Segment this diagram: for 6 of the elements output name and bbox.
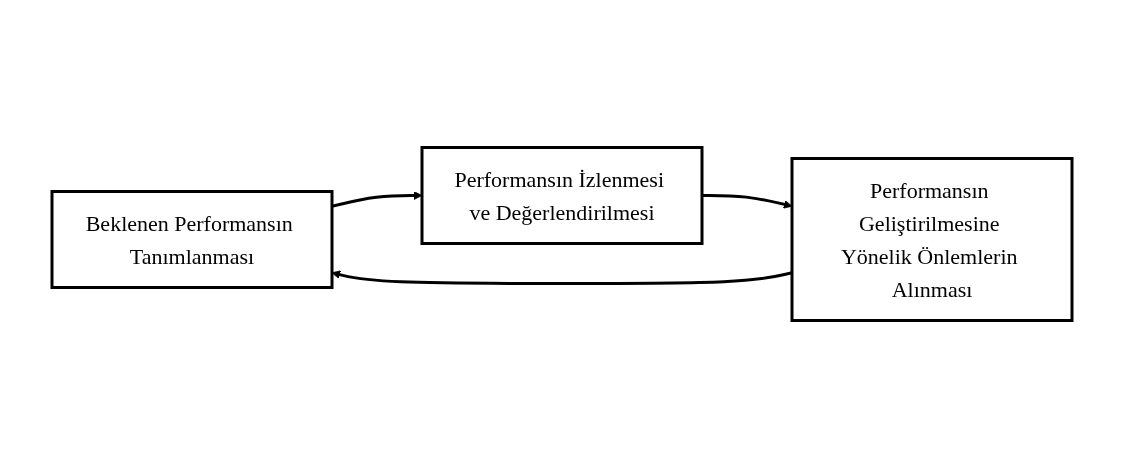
arrow — [331, 270, 792, 285]
arrow — [701, 194, 792, 209]
node-box: Beklenen Performansın Tanımlanması — [50, 190, 333, 289]
node-box: Performansın İzlenmesi ve Değerlendirilmesi — [420, 146, 703, 245]
node-box: Performansın Geliştirilmesine Yönelik Önlemlerin Alınması — [790, 157, 1073, 322]
arrow — [331, 191, 422, 208]
